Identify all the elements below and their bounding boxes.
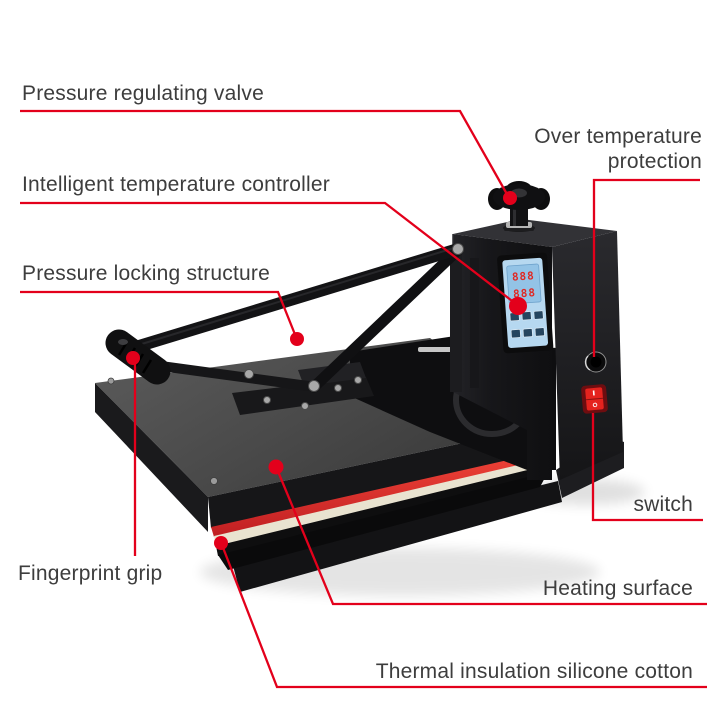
dot-pressure-regulating-valve	[503, 191, 517, 205]
pivot-bolt	[452, 243, 464, 255]
plate-front-band	[208, 425, 548, 528]
annotation-leaders	[20, 109, 707, 689]
label-fingerprint-grip: Fingerprint grip	[18, 562, 163, 585]
dot-heating-surface	[268, 459, 284, 475]
label-switch: switch	[633, 493, 693, 516]
controller-buttons	[509, 310, 545, 339]
pivot-bolt	[308, 380, 320, 392]
temp-protection-port	[584, 351, 607, 373]
label-pressure-regulating-valve: Pressure regulating valve	[22, 82, 264, 105]
silicone-cotton-strip	[214, 458, 548, 547]
leader-heating-surface	[275, 468, 707, 606]
leader-thermal-insulation	[220, 544, 707, 689]
label-thermal-insulation-silicone-cotton: Thermal insulation silicone cotton	[375, 660, 693, 683]
leader-over-temperature-protection	[592, 178, 700, 357]
label-over-temperature-line2: protection	[607, 150, 702, 173]
plate-screw	[210, 477, 218, 485]
heating-plate	[95, 338, 548, 570]
leader-pressure-locking-structure	[20, 290, 298, 338]
dot-fingerprint-grip	[126, 351, 140, 365]
label-pressure-locking-structure: Pressure locking structure	[22, 262, 270, 285]
control-tower	[450, 219, 623, 480]
pivot-bolt	[244, 369, 254, 379]
support-post	[450, 252, 462, 392]
dot-thermal-insulation	[214, 536, 228, 550]
display-top-row: 888	[511, 269, 535, 284]
label-over-temperature-line1: Over temperature	[534, 125, 702, 148]
power-switch	[581, 384, 608, 414]
lower-handle-bar	[141, 359, 313, 391]
label-intelligent-temperature-controller: Intelligent temperature controller	[22, 173, 330, 196]
plate-screw	[107, 377, 115, 385]
dot-pressure-locking-structure	[290, 332, 304, 346]
main-handle-bar	[120, 243, 464, 356]
link-bar	[308, 244, 464, 393]
leader-pressure-regulating-valve	[20, 109, 510, 197]
label-heating-surface: Heating surface	[542, 577, 693, 600]
dot-intelligent-temperature-controller	[509, 297, 527, 315]
support-post	[470, 258, 479, 388]
leader-intelligent-temperature-controller	[20, 201, 517, 305]
leader-switch	[591, 413, 703, 522]
